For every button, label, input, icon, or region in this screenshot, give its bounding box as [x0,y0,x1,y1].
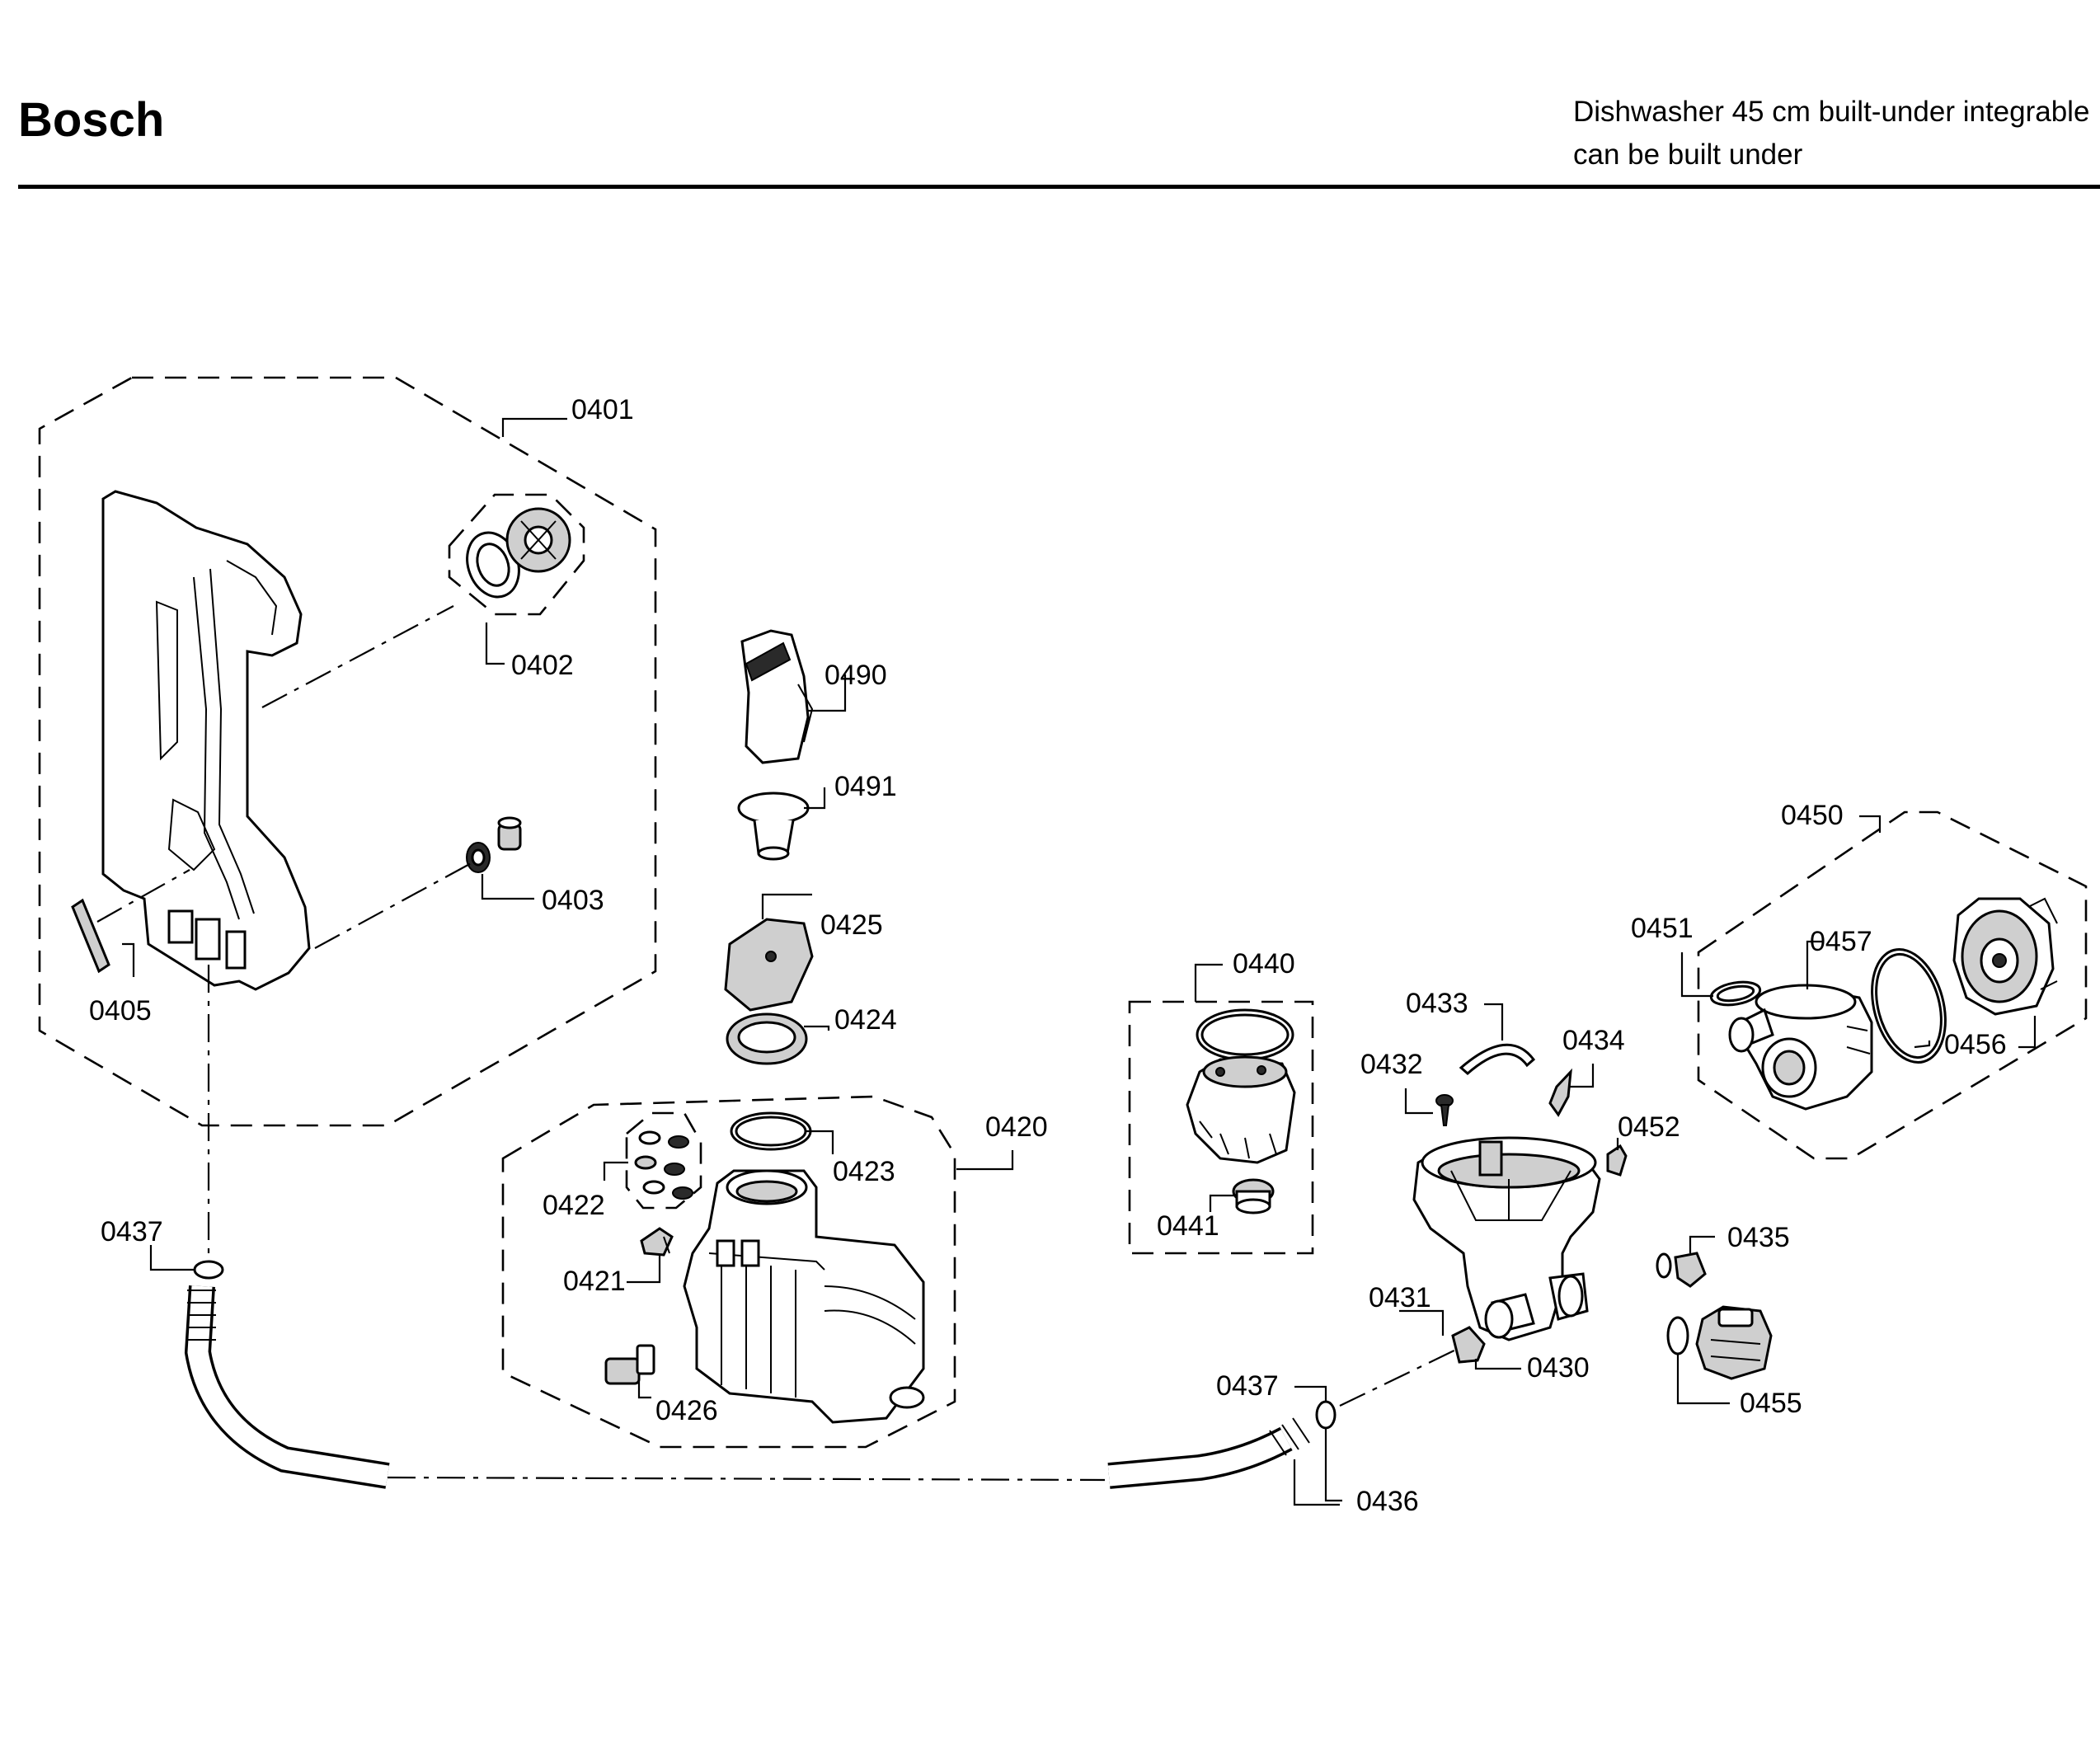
part-0424-ring [726,1012,808,1065]
part-0421-clip [640,1227,674,1257]
label-0431: 0431 [1369,1282,1431,1313]
brand-title: Bosch [18,93,165,147]
part-0456-seal-ring [1871,948,1947,1064]
label-0432: 0432 [1360,1049,1423,1080]
label-0451: 0451 [1631,913,1694,944]
drain-hose-left [184,1285,390,1489]
part-0423-ring [730,1111,812,1151]
part-0435-fitting [1656,1252,1707,1288]
label-0441: 0441 [1157,1210,1219,1242]
part-0455-drain-pump [1666,1305,1773,1380]
label-0430: 0430 [1527,1352,1590,1384]
label-0405: 0405 [89,995,152,1026]
label-0440: 0440 [1233,948,1295,980]
label-0426: 0426 [655,1395,718,1426]
part-0490-funnel [740,629,814,764]
label-0490: 0490 [824,660,887,691]
label-0401: 0401 [571,394,634,425]
part-0491-cone [737,792,810,861]
part-0440-valve [1186,1008,1296,1164]
group-0450-outline [1697,810,2088,1160]
label-0434: 0434 [1562,1025,1625,1056]
label-0452: 0452 [1618,1111,1680,1143]
description-line-1: Dishwasher 45 cm built-under integrable [1573,96,2090,128]
label-0437-left: 0437 [101,1216,163,1247]
water-distributor-plate [101,490,311,991]
part-0457-pump-motor [1728,984,1873,1111]
part-0403-fittings [466,816,522,873]
label-0456: 0456 [1944,1029,2007,1060]
part-0426-sensor [604,1344,655,1385]
part-0432-screw [1435,1094,1454,1126]
part-0431-fitting [1451,1326,1486,1364]
label-0424: 0424 [834,1004,897,1036]
part-0452-clip [1606,1144,1628,1177]
model-description: Dishwasher 45 cm built-under integrable … [1573,91,2093,176]
part-0434-clip [1548,1068,1572,1117]
group-0420-outline [501,1095,956,1449]
label-0422: 0422 [543,1190,605,1221]
label-0436: 0436 [1356,1486,1419,1517]
part-0402-seal-assembly [448,493,585,616]
label-0435: 0435 [1727,1222,1790,1253]
label-0437-right: 0437 [1216,1370,1279,1402]
drain-hose-right [1107,1417,1310,1489]
group-0401-outline [38,376,657,1127]
part-0441-plug [1232,1178,1275,1214]
label-0421: 0421 [563,1266,626,1297]
heater-sump-body [683,1169,925,1424]
header-rule [18,185,2100,189]
part-0430-pump-housing [1412,1136,1601,1341]
label-0402: 0402 [511,650,574,681]
group-0440-outline [1128,1000,1314,1255]
part-0422-grommets [625,1111,702,1210]
label-0450: 0450 [1781,800,1844,831]
label-0455: 0455 [1740,1388,1802,1419]
label-0491: 0491 [834,771,897,802]
description-line-2: can be built under [1573,139,1803,171]
label-0403: 0403 [542,885,604,916]
part-0451-clamp [1709,980,1762,1007]
label-0423: 0423 [833,1156,895,1187]
label-0425: 0425 [820,909,883,941]
label-0420: 0420 [985,1111,1048,1143]
label-0457: 0457 [1810,926,1872,957]
part-0405-clip [71,898,110,974]
label-0433: 0433 [1406,988,1468,1019]
part-0433-clamp [1459,1043,1536,1075]
pump-impeller-cover [1952,897,2058,1016]
part-0425-cap [724,918,814,1012]
